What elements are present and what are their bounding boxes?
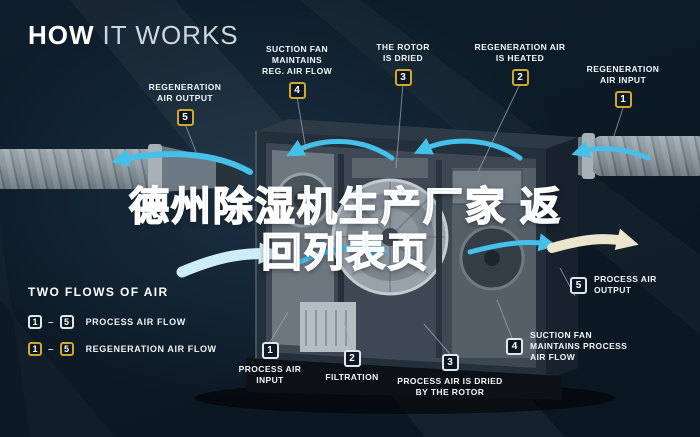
callout-process-air-dried: 3 PROCESS AIR IS DRIED BY THE ROTOR [382,354,518,398]
watermark-link[interactable]: 德州除湿机生产厂家 返回列表页 [128,184,563,276]
callout-label: FILTRATION [325,372,379,382]
right-duct [560,133,700,179]
callout-label: SUCTION FAN MAINTAINS PROCESS AIR FLOW [530,330,628,363]
machine-cabinet [195,119,615,414]
callout-label: SUCTION FAN MAINTAINS REG. AIR FLOW [261,44,333,77]
legend-badge-regeneration-from: 1 [28,342,42,356]
legend-label-process: PROCESS AIR FLOW [85,317,186,327]
step-badge-process-1: 1 [261,342,279,359]
legend-row-regeneration: 1 – 5 REGENERATION AIR FLOW [28,342,217,356]
step-badge-process-4: 4 [506,338,523,356]
callout-process-air-input: 1 PROCESS AIR INPUT [224,342,316,386]
legend-dash: – [48,343,54,355]
callout-process-air-output: 5 PROCESS AIR OUTPUT [570,274,657,296]
step-badge-process-5: 5 [570,276,587,294]
step-badge-regeneration-1: 1 [614,91,632,109]
callout-label: PROCESS AIR OUTPUT [594,274,657,296]
step-badge-regeneration-3: 3 [394,69,412,87]
callout-regeneration-air-heated: REGENERATION AIR IS HEATED 2 [452,42,588,87]
legend-heading: TWO FLOWS OF AIR [28,285,169,299]
callout-suction-fan-reg: SUCTION FAN MAINTAINS REG. AIR FLOW 4 [247,44,347,100]
callout-label: REGENERATION AIR INPUT [586,64,660,86]
step-badge-process-2: 2 [343,350,361,367]
legend-badge-process-from: 1 [28,315,42,329]
callout-label: REGENERATION AIR IS HEATED [474,42,566,64]
step-badge-regeneration-5: 5 [176,109,194,127]
legend-badge-regeneration-to: 5 [59,342,74,356]
legend-label-regeneration: REGENERATION AIR FLOW [85,344,217,354]
callout-label: PROCESS AIR IS DRIED BY THE ROTOR [397,376,503,398]
callout-regeneration-air-output: REGENERATION AIR OUTPUT 5 [130,82,240,127]
title-light: IT WORKS [102,20,239,50]
legend-row-process: 1 – 5 PROCESS AIR FLOW [28,315,217,329]
title-bold: HOW [28,20,95,50]
callout-rotor-is-dried: THE ROTOR IS DRIED 3 [358,42,448,87]
step-badge-regeneration-2: 2 [511,69,529,87]
callout-suction-fan-process: 4 SUCTION FAN MAINTAINS PROCESS AIR FLOW [506,330,627,363]
legend-dash: – [48,316,54,328]
callout-label: REGENERATION AIR OUTPUT [148,82,222,104]
step-badge-regeneration-4: 4 [288,82,306,100]
heater [451,169,523,205]
callout-regeneration-air-input: REGENERATION AIR INPUT 1 [567,64,679,109]
airflow-arrows [111,138,651,278]
step-badge-process-3: 3 [441,354,459,371]
callout-label: THE ROTOR IS DRIED [376,42,430,64]
legend: TWO FLOWS OF AIR 1 – 5 PROCESS AIR FLOW … [28,285,217,369]
leader-lines [184,83,624,355]
callout-filtration: 2 FILTRATION [314,350,390,383]
callout-label: PROCESS AIR INPUT [238,364,302,386]
legend-badge-process-to: 5 [59,315,74,329]
